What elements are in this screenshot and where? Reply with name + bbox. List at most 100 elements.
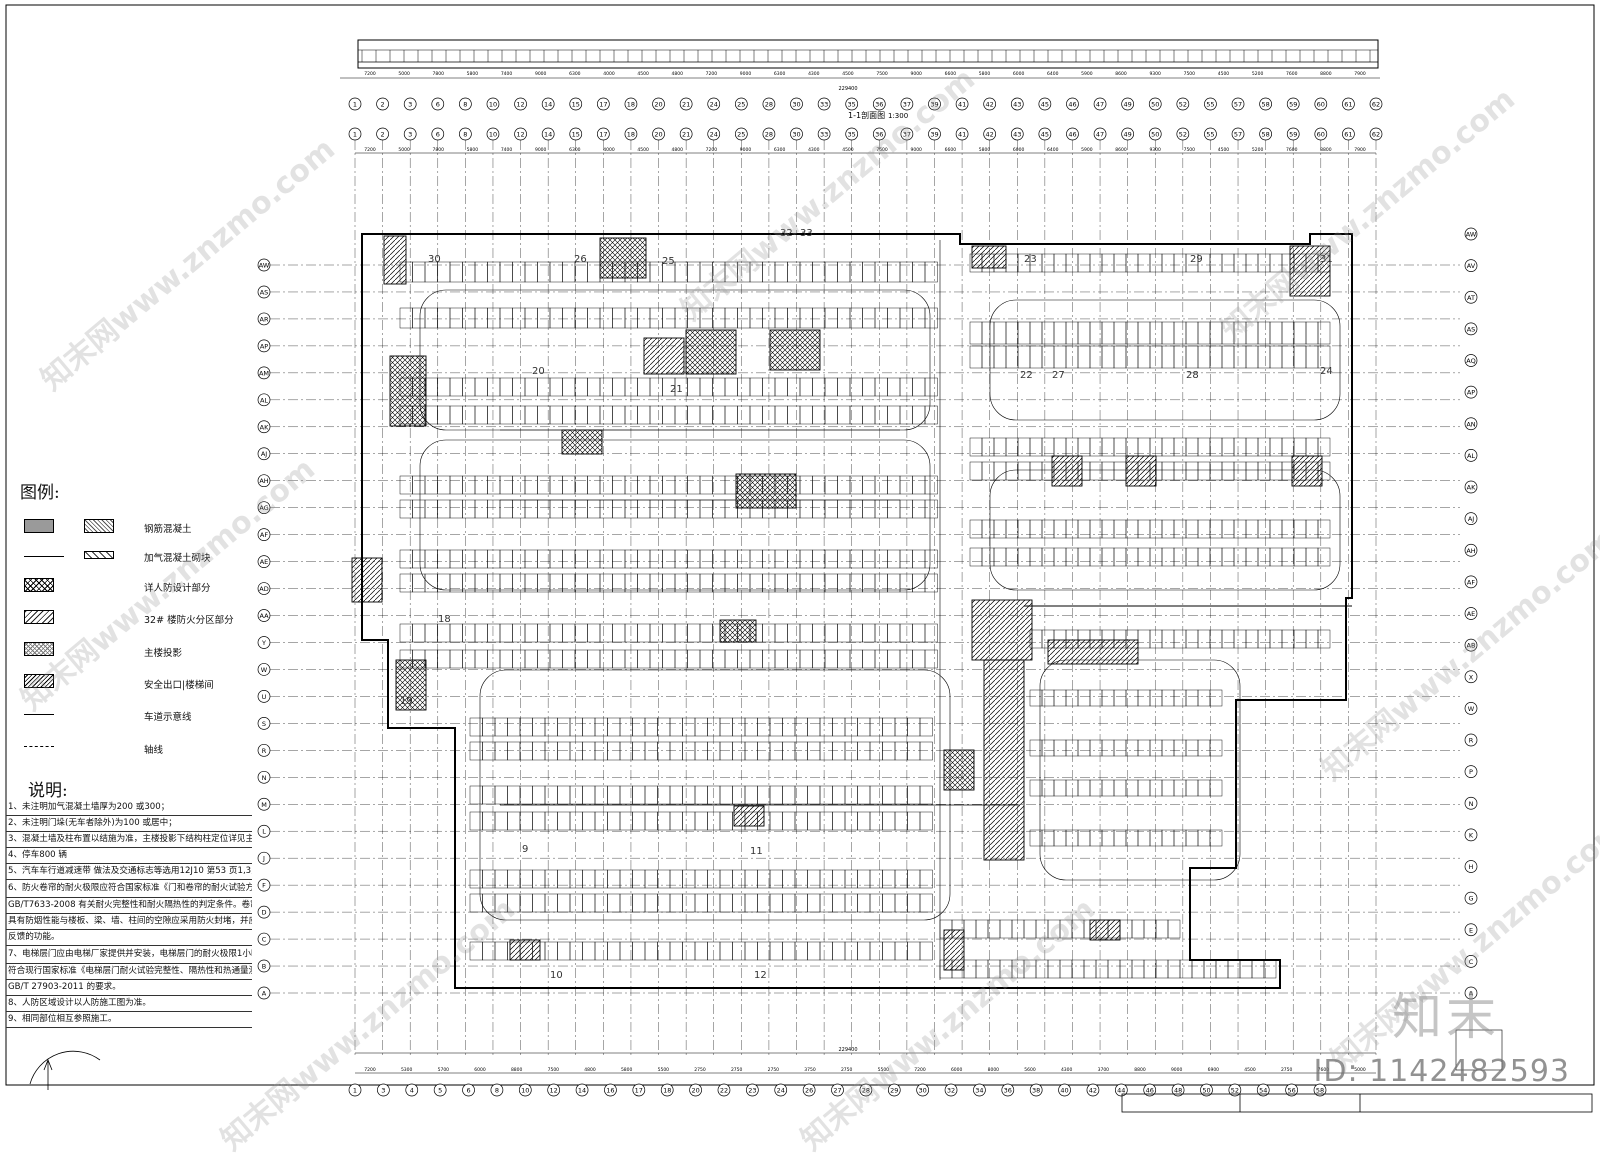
parking-stall: [557, 717, 571, 737]
parking-stall: [474, 307, 488, 329]
parking-stall: [549, 405, 563, 425]
grid-bubble-label: 8: [463, 131, 467, 139]
parking-stall: [574, 649, 588, 669]
parking-stall: [712, 475, 726, 495]
parking-stall: [594, 741, 608, 761]
parking-stall: [682, 785, 696, 805]
note-item: 反馈的功能。: [6, 930, 252, 946]
note-item: 具有防烟性能与楼板、梁、墙、柱间的空隙应采用防火封堵，并应具有信号: [6, 914, 252, 930]
parking-stall: [1317, 547, 1331, 567]
parking-stall: [1041, 519, 1055, 539]
grid-bubble: 10: [518, 1083, 532, 1097]
parking-stall: [993, 321, 1007, 345]
parking-stall: [993, 461, 1007, 481]
grid-bubble-label: F: [262, 882, 266, 890]
legend-swatch-exit-stair: [24, 674, 54, 688]
parking-stall: [1053, 253, 1067, 273]
stair-core: [1051, 455, 1083, 487]
parking-stall: [624, 377, 638, 397]
grid-bubble: 40: [1058, 1083, 1071, 1097]
parking-stall: [1149, 689, 1163, 707]
parking-stall: [562, 307, 576, 329]
grid-bubble: 37: [900, 97, 914, 111]
grid-bubble: 46: [1066, 97, 1079, 111]
grid-bubble-label: R: [262, 747, 267, 755]
parking-stall: [582, 941, 596, 961]
parking-stall: [844, 741, 858, 761]
parking-stall: [424, 475, 438, 495]
parking-stall: [1233, 321, 1247, 345]
parking-stall: [1113, 437, 1127, 457]
grid-bubble: 16: [604, 1083, 617, 1097]
grid-bubble-label: W: [261, 666, 268, 674]
dimension-value: 7500: [548, 1067, 560, 1073]
parking-stall: [644, 811, 658, 831]
parking-stall: [519, 811, 533, 831]
legend-swatch-civil-defense: [24, 578, 54, 592]
parking-stall: [574, 475, 588, 495]
parking-stall: [1281, 345, 1295, 369]
parking-stall: [787, 549, 801, 569]
total-dimension: 229400: [838, 1047, 857, 1053]
parking-stall: [549, 573, 563, 593]
stair-core: [1089, 919, 1121, 941]
parking-stall: [769, 785, 783, 805]
parking-stall: [993, 519, 1007, 539]
parking-stall: [1005, 437, 1019, 457]
parking-stall: [562, 499, 576, 519]
grid-bubble-label: 22: [720, 1087, 728, 1095]
parking-stall: [912, 499, 926, 519]
parking-stall: [724, 549, 738, 569]
grid-bubble-label: R: [1469, 737, 1474, 745]
grid-bubble: 24: [774, 1083, 788, 1097]
dimension-value: 6600: [945, 71, 957, 77]
parking-stall: [437, 405, 451, 425]
parking-stall: [612, 499, 626, 519]
parking-stall: [1203, 959, 1217, 979]
stair-cores: [351, 235, 1331, 971]
parking-stall: [474, 623, 488, 643]
grid-bubble: 42: [983, 127, 997, 141]
parking-stall: [1293, 629, 1307, 649]
parking-stall: [462, 499, 476, 519]
grid-bubble: M: [257, 797, 271, 811]
grid-bubble: L: [257, 824, 271, 838]
parking-stall: [569, 741, 583, 761]
grid-bubble: 62: [1369, 127, 1383, 141]
parking-stall: [812, 377, 826, 397]
parking-stall: [782, 941, 796, 961]
parking-stall: [712, 649, 726, 669]
parking-stall: [687, 649, 701, 669]
dimension-value: 4500: [1218, 71, 1230, 77]
parking-stall: [907, 893, 921, 913]
dimension-value: 3700: [1098, 1067, 1110, 1073]
grid-bubble: 24: [707, 127, 721, 141]
grid-bubble: 47: [1093, 127, 1107, 141]
dimension-value: 8600: [1115, 71, 1127, 77]
stair-core: [983, 659, 1025, 861]
parking-stall: [1251, 959, 1265, 979]
grid-bubble-label: 18: [663, 1087, 671, 1095]
parking-stall: [587, 377, 601, 397]
parking-stall: [649, 307, 663, 329]
parking-stall: [399, 307, 413, 329]
grid-bubble-label: 42: [986, 131, 994, 139]
parking-stall: [632, 785, 646, 805]
note-item: GB/T 27903-2011 的要求。: [6, 980, 252, 996]
parking-stall: [649, 405, 663, 425]
dimension-value: 5800: [979, 71, 991, 77]
parking-stall: [1209, 461, 1223, 481]
grid-bubble: E: [1464, 923, 1478, 937]
parking-stall: [1245, 345, 1259, 369]
parking-stall: [919, 869, 933, 889]
stair-core: [943, 929, 965, 971]
grid-bubble: 54: [1256, 1083, 1270, 1097]
legend-swatch-concrete: [24, 519, 54, 533]
parking-stall: [799, 475, 813, 495]
parking-stall: [412, 623, 426, 643]
parking-stall: [887, 475, 901, 495]
dimension-value: 5800: [621, 1067, 633, 1073]
parking-stall: [557, 941, 571, 961]
parking-stall: [774, 377, 788, 397]
parking-stall: [1017, 437, 1031, 457]
